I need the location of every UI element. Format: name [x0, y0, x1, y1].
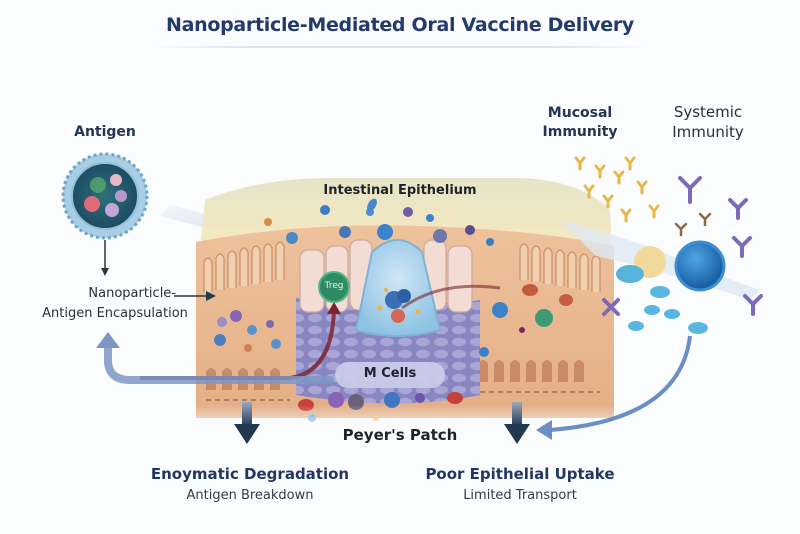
tissue-block: [190, 178, 620, 435]
flow-arrow-head: [96, 332, 120, 348]
barrier-degradation: Enoymatic Degradation Antigen Breakdown: [150, 465, 350, 503]
antigen-particle-icon: [61, 152, 149, 240]
treg-label: Treg: [324, 281, 344, 291]
diagram-title: Nanoparticle-Mediated Oral Vaccine Deliv…: [166, 14, 634, 36]
title-divider: [150, 46, 650, 48]
systemic-flow-arrow: [549, 335, 692, 432]
encapsulation-label-line2: Antigen Encapsulation: [42, 306, 188, 321]
barrier-arrow-degradation: [234, 402, 260, 444]
immune-cell-cluster: [602, 240, 726, 334]
flow-arrow-return: [104, 338, 334, 384]
barrier-heading: Enoymatic Degradation: [150, 465, 350, 483]
barrier-subtext: Antigen Breakdown: [186, 488, 314, 503]
siga-antibody-icons: [574, 156, 660, 223]
m-cells-label-bg: [335, 362, 445, 388]
peyers-patch-label: Peyer's Patch: [342, 426, 458, 444]
intestinal-epithelium-label: Intestinal Epithelium: [323, 183, 477, 198]
mucosal-immunity-label: Mucosal Immunity: [542, 105, 618, 140]
barrier-heading: Poor Epithelial Uptake: [425, 465, 615, 483]
barrier-subtext: Limited Transport: [463, 488, 577, 503]
barrier-arrow-uptake: [504, 402, 530, 444]
systemic-immunity-label: Systemic Immunity: [672, 103, 744, 141]
m-cells-label: M Cells: [363, 366, 417, 381]
igg-antibody-icons: [674, 176, 763, 316]
antigen-label: Antigen: [74, 124, 136, 140]
encapsulation-label-line1: Nanoparticle-: [88, 286, 176, 301]
barrier-uptake: Poor Epithelial Uptake Limited Transport: [420, 465, 620, 503]
